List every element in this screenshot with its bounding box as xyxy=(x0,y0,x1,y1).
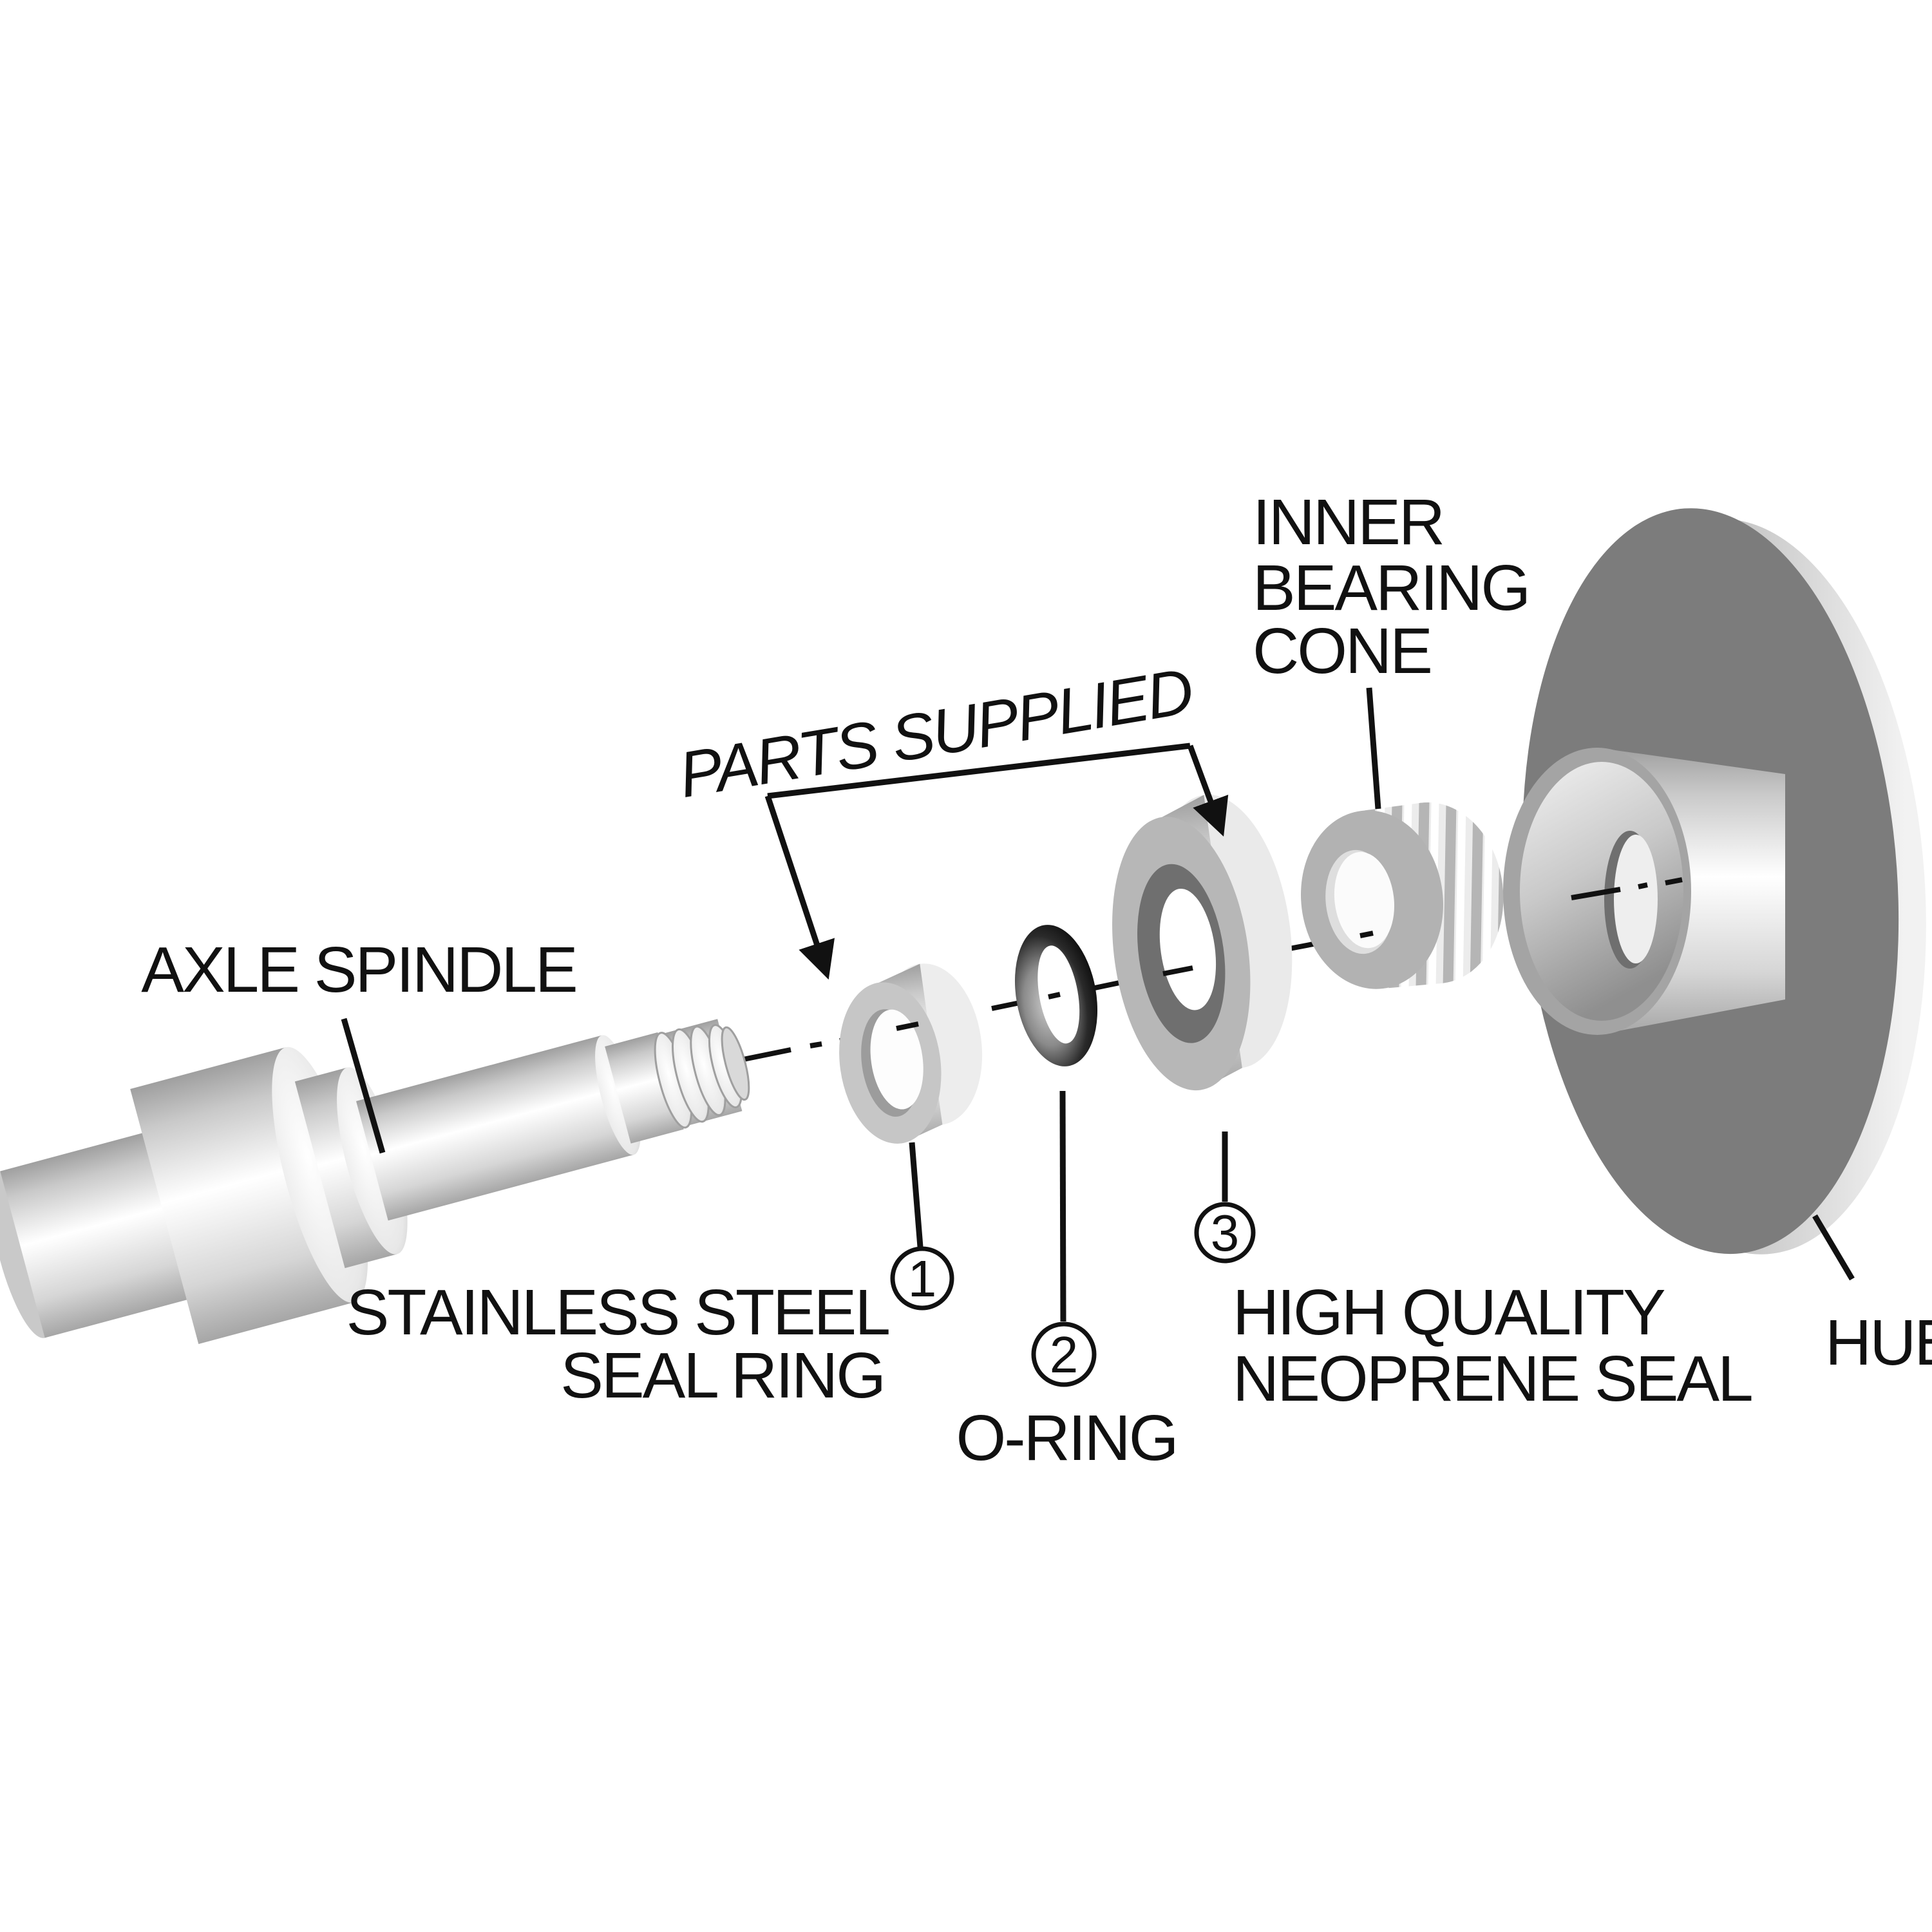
label-stainless-steel-seal-ring: STAINLESS STEEL SEAL RING xyxy=(346,1276,891,1412)
bearing-cone-part xyxy=(1301,802,1504,989)
neoprene-seal-part xyxy=(1112,794,1293,1091)
callout-2-number: 2 xyxy=(1050,1326,1079,1383)
bracket-arrow-left xyxy=(764,795,835,980)
parts-supplied-bracket xyxy=(764,743,1229,980)
leader-inner-bearing-cone xyxy=(1366,687,1381,810)
leader-axle-spindle xyxy=(341,1018,386,1154)
axle-spindle-part xyxy=(0,1019,750,1345)
callout-3-number: 3 xyxy=(1211,1204,1240,1262)
label-high-quality-neoprene-seal: HIGH QUALITY NEOPRENE SEAL xyxy=(1233,1276,1754,1415)
centerline-over-parts xyxy=(896,877,1683,1031)
bracket-arrow-right xyxy=(1187,744,1229,837)
label-inner: INNER xyxy=(1253,486,1443,558)
spindle-threads xyxy=(654,1024,750,1129)
callout-1: 1 xyxy=(890,1246,954,1311)
leader-callout-1 xyxy=(909,1142,923,1247)
label-neoprene-seal: NEOPRENE SEAL xyxy=(1233,1343,1752,1415)
label-high-quality: HIGH QUALITY xyxy=(1233,1276,1665,1349)
callout-3: 3 xyxy=(1194,1202,1256,1264)
label-hub: HUB xyxy=(1825,1307,1932,1379)
leader-lines xyxy=(341,687,1855,1322)
label-axle-spindle: AXLE SPINDLE xyxy=(141,934,576,1006)
label-o-ring: O-RING xyxy=(956,1402,1177,1474)
callout-1-number: 1 xyxy=(908,1250,937,1307)
leader-hub xyxy=(1812,1214,1855,1281)
label-cone: CONE xyxy=(1253,615,1431,687)
label-bearing: BEARING xyxy=(1253,552,1529,624)
label-stainless-steel: STAINLESS STEEL xyxy=(346,1276,889,1349)
callout-2: 2 xyxy=(1031,1321,1097,1387)
label-seal-ring: SEAL RING xyxy=(560,1340,884,1412)
label-inner-bearing-cone: INNER BEARING CONE xyxy=(1253,486,1531,687)
